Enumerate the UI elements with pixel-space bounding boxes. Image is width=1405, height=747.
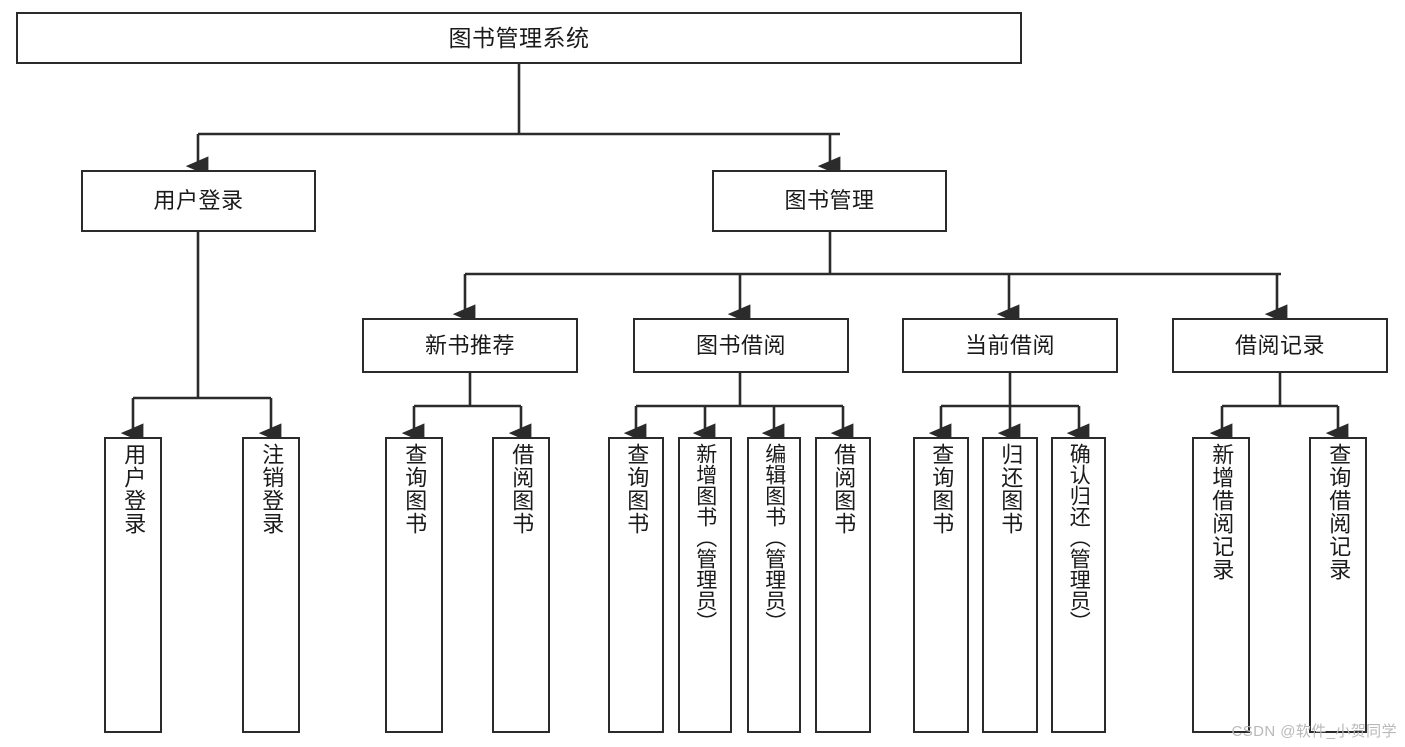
node-label: 图书管理: [784, 188, 875, 214]
node-label: 确认归还（管理员）: [1067, 443, 1091, 632]
node-label: 图书管理系统: [448, 24, 590, 51]
node-leaf-borrow-book-borrow[interactable]: 借阅图书: [815, 437, 871, 733]
node-book-borrow[interactable]: 图书借阅: [633, 318, 849, 373]
node-label: 用户登录: [153, 188, 244, 214]
node-borrow-record[interactable]: 借阅记录: [1172, 318, 1388, 373]
node-label: 新增图书（管理员）: [693, 443, 717, 632]
csdn-watermark: CSDN @软件_小贺同学: [1231, 723, 1397, 740]
node-label: 图书借阅: [695, 332, 786, 358]
node-current-borrow[interactable]: 当前借阅: [902, 318, 1118, 373]
node-label: 编辑图书（管理员）: [762, 443, 786, 632]
node-leaf-query-book-current[interactable]: 查询图书: [913, 437, 969, 733]
node-leaf-query-book-borrow[interactable]: 查询图书: [608, 437, 664, 733]
node-label: 当前借阅: [964, 332, 1055, 358]
node-label: 注销登录: [259, 443, 285, 535]
node-label: 归还图书: [998, 443, 1024, 535]
node-user-login[interactable]: 用户登录: [81, 170, 316, 232]
node-book-management[interactable]: 图书管理: [712, 170, 947, 232]
node-leaf-edit-book-admin[interactable]: 编辑图书（管理员）: [747, 437, 801, 733]
node-label: 查询图书: [929, 443, 955, 535]
node-new-book-recommend[interactable]: 新书推荐: [362, 318, 578, 373]
node-leaf-return-book[interactable]: 归还图书: [982, 437, 1038, 733]
node-label: 用户登录: [121, 443, 147, 535]
node-leaf-add-borrow-record[interactable]: 新增借阅记录: [1192, 437, 1250, 733]
node-label: 借阅图书: [831, 443, 857, 535]
node-label: 查询图书: [624, 443, 650, 535]
node-label: 新增借阅记录: [1209, 443, 1235, 581]
node-leaf-logout[interactable]: 注销登录: [242, 437, 300, 733]
node-root-book-management-system[interactable]: 图书管理系统: [16, 12, 1022, 64]
node-label: 新书推荐: [424, 332, 515, 358]
node-label: 借阅图书: [509, 443, 535, 535]
node-leaf-confirm-return-admin[interactable]: 确认归还（管理员）: [1051, 437, 1106, 733]
node-leaf-add-book-admin[interactable]: 新增图书（管理员）: [678, 437, 732, 733]
node-label: 借阅记录: [1234, 332, 1325, 358]
node-label: 查询图书: [402, 443, 428, 535]
node-label: 查询借阅记录: [1326, 443, 1352, 581]
node-leaf-user-login[interactable]: 用户登录: [104, 437, 162, 733]
node-leaf-query-book-recommend[interactable]: 查询图书: [385, 437, 443, 733]
node-leaf-query-borrow-record[interactable]: 查询借阅记录: [1309, 437, 1367, 733]
node-leaf-borrow-book-recommend[interactable]: 借阅图书: [492, 437, 550, 733]
